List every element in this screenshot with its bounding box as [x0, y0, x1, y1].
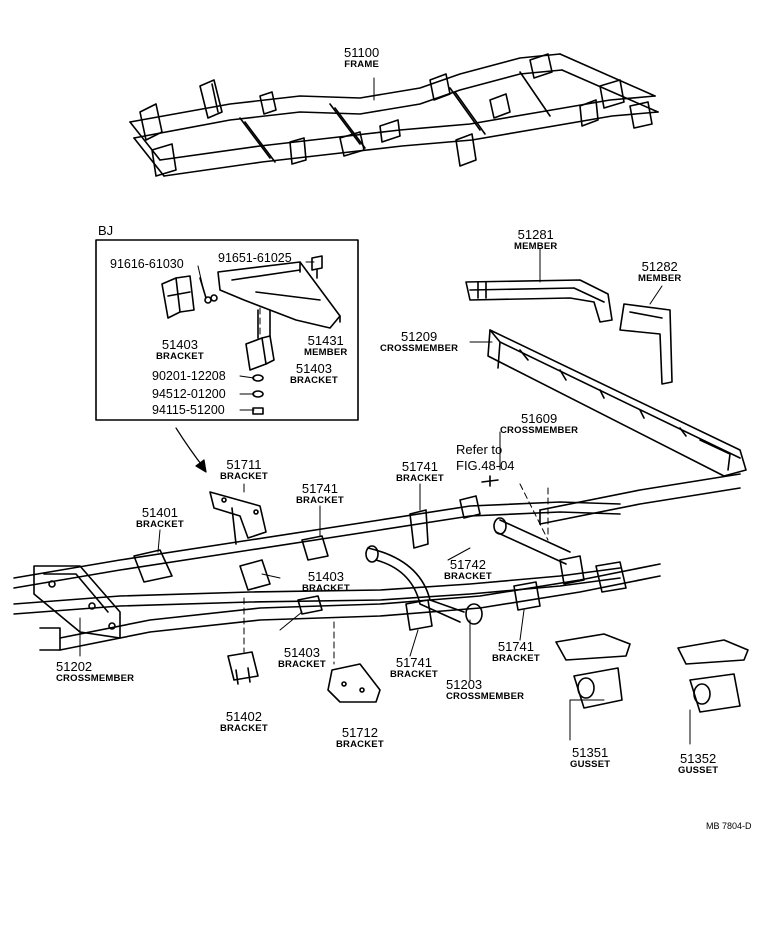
label-51403-inset-a: 51403 BRACKET	[156, 338, 204, 362]
label-51712: 51712 BRACKET	[336, 726, 384, 750]
label-51403-inset-b: 51403 BRACKET	[290, 362, 338, 386]
drawing-code: MB 7804-D	[706, 821, 752, 831]
member-51281-drawing	[465, 279, 613, 323]
part-name: MEMBER	[638, 273, 682, 284]
label-51203: 51203 CROSSMEMBER	[446, 678, 524, 702]
label-94115-51200: 94115-51200	[152, 403, 225, 417]
label-51431: 51431 MEMBER	[304, 334, 347, 358]
dashed-guides	[243, 307, 549, 665]
bj-inset-box	[95, 239, 359, 421]
part-number: 51741	[401, 459, 438, 474]
part-name: MEMBER	[304, 347, 348, 358]
part-name: GUSSET	[570, 759, 611, 770]
label-51741-d: 51741 BRACKET	[492, 640, 540, 664]
chassis-drawing	[13, 473, 749, 713]
part-name: BRACKET	[492, 653, 540, 664]
refer-to-line2: FIG.48-04	[456, 457, 515, 473]
label-94512-01200: 94512-01200	[152, 387, 226, 401]
part-number: 51100	[344, 45, 380, 60]
part-number: 51403	[307, 569, 344, 584]
member-51282-drawing	[619, 303, 673, 385]
part-number: 51209	[401, 329, 438, 344]
label-91651-61025: 91651-61025	[218, 251, 292, 265]
part-name: BRACKET	[444, 571, 492, 582]
part-name: CROSSMEMBER	[446, 691, 525, 702]
part-name: CROSSMEMBER	[500, 425, 579, 436]
part-name: BRACKET	[336, 739, 384, 750]
part-name: BRACKET	[290, 375, 338, 386]
label-51403-c: 51403 BRACKET	[302, 570, 350, 594]
part-name: BRACKET	[220, 471, 268, 482]
part-number: 51712	[341, 725, 378, 740]
label-51281: 51281 MEMBER	[514, 228, 557, 252]
leader-lines	[79, 77, 691, 745]
part-number: 51711	[226, 457, 262, 472]
part-name: BRACKET	[302, 583, 350, 594]
part-number: 51741	[301, 481, 338, 496]
part-number: 51741	[395, 655, 432, 670]
part-number: 51202	[56, 659, 93, 674]
bj-callout-arrow	[175, 427, 207, 473]
refer-to-fig-note: Refer to FIG.48-04	[456, 442, 515, 473]
label-51202: 51202 CROSSMEMBER	[56, 660, 134, 684]
label-51742: 51742 BRACKET	[444, 558, 492, 582]
label-91616-61030: 91616-61030	[110, 257, 184, 271]
inset-label: BJ	[98, 223, 114, 238]
part-name: MEMBER	[514, 241, 558, 252]
part-name: BRACKET	[136, 519, 184, 530]
part-name: BRACKET	[156, 351, 204, 362]
label-51402: 51402 BRACKET	[220, 710, 268, 734]
part-number: 51403	[161, 337, 198, 352]
label-90201-12208: 90201-12208	[152, 369, 226, 383]
part-number: 51609	[521, 411, 558, 426]
bj-inset-drawing	[161, 255, 341, 415]
part-number: 51403	[295, 361, 332, 376]
label-51351: 51351 GUSSET	[570, 746, 610, 770]
label-51741-b: 51741 BRACKET	[396, 460, 444, 484]
part-name: BRACKET	[278, 659, 326, 670]
bj-leader-lines	[197, 261, 315, 411]
part-number: 51431	[307, 333, 344, 348]
label-51741-a: 51741 BRACKET	[296, 482, 344, 506]
part-name: BRACKET	[396, 473, 444, 484]
part-name: CROSSMEMBER	[56, 673, 135, 684]
label-51711: 51711 BRACKET	[220, 458, 268, 482]
label-51403-d: 51403 BRACKET	[278, 646, 326, 670]
part-number: 51401	[141, 505, 178, 520]
part-name: BRACKET	[296, 495, 344, 506]
part-number: 51203	[446, 677, 483, 692]
label-51282: 51282 MEMBER	[638, 260, 681, 284]
part-name: CROSSMEMBER	[380, 343, 459, 354]
part-number: 51741	[497, 639, 534, 654]
label-51609: 51609 CROSSMEMBER	[500, 412, 578, 436]
part-number: 51282	[641, 259, 678, 274]
part-number: 51351	[572, 745, 609, 760]
label-51100: 51100 FRAME	[344, 46, 379, 70]
label-51401: 51401 BRACKET	[136, 506, 184, 530]
frame-drawing	[129, 53, 659, 177]
refer-to-line1: Refer to	[456, 442, 503, 457]
part-name: BRACKET	[390, 669, 438, 680]
part-number: 51281	[517, 227, 554, 242]
label-51741-c: 51741 BRACKET	[390, 656, 438, 680]
part-number: 51742	[449, 557, 486, 572]
label-51352: 51352 GUSSET	[678, 752, 718, 776]
part-number: 51352	[680, 751, 717, 766]
part-name: BRACKET	[220, 723, 268, 734]
crossmember-51209-drawing	[487, 329, 747, 477]
part-name: GUSSET	[678, 765, 719, 776]
label-51209: 51209 CROSSMEMBER	[380, 330, 458, 354]
part-name: FRAME	[344, 59, 379, 70]
part-number: 51402	[225, 709, 262, 724]
part-number: 51403	[283, 645, 320, 660]
